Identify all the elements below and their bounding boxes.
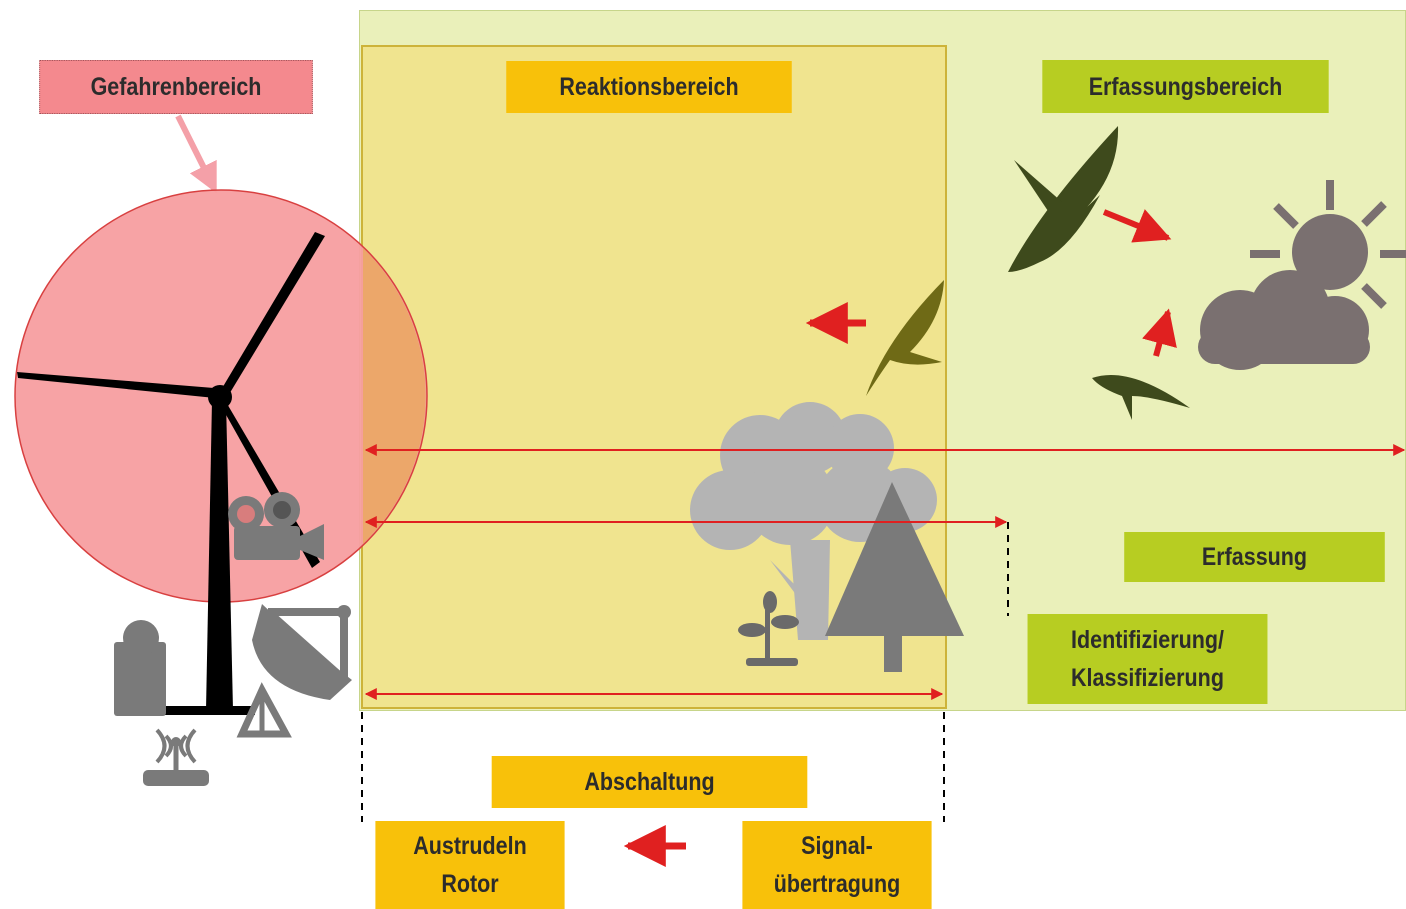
label-gefahrenbereich: Gefahrenbereich [39, 60, 313, 114]
seedling-icon [738, 591, 799, 666]
danger-zone-overlap [363, 248, 426, 544]
label-austrudeln-line1: Austrudeln [413, 832, 527, 860]
label-erfassung: Erfassung [1124, 532, 1385, 582]
bird-icon [866, 280, 944, 396]
label-reaktionsbereich: Reaktionsbereich [506, 61, 792, 113]
sun-cloud-icon [1198, 180, 1406, 370]
camera-icon [228, 492, 324, 560]
label-abschaltung: Abschaltung [491, 756, 808, 808]
radar-dish-icon [236, 604, 352, 738]
sensor-box-icon [114, 620, 166, 716]
label-identifizierung-line2: Klassifizierung [1071, 664, 1224, 692]
motion-arrow [1142, 308, 1177, 357]
label-austrudeln-line2: Rotor [441, 870, 499, 898]
label-signaluebertragung: Signal- übertragung [742, 821, 932, 909]
label-austrudeln-rotor: Austrudeln Rotor [375, 821, 565, 909]
bird-icon [1092, 374, 1190, 420]
label-signal-line2: übertragung [773, 870, 901, 898]
label-signal-line1: Signal- [801, 832, 873, 860]
bird-icon [1008, 126, 1119, 272]
label-identifizierung: Identifizierung/ Klassifizierung [1027, 614, 1268, 704]
wifi-router-icon [143, 728, 209, 786]
fir-tree-icon [825, 482, 964, 672]
motion-arrow [1102, 209, 1172, 243]
label-identifizierung-line1: Identifizierung/ [1071, 626, 1224, 654]
pointer-arrow [175, 114, 217, 194]
label-erfassungsbereich: Erfassungsbereich [1042, 60, 1329, 113]
